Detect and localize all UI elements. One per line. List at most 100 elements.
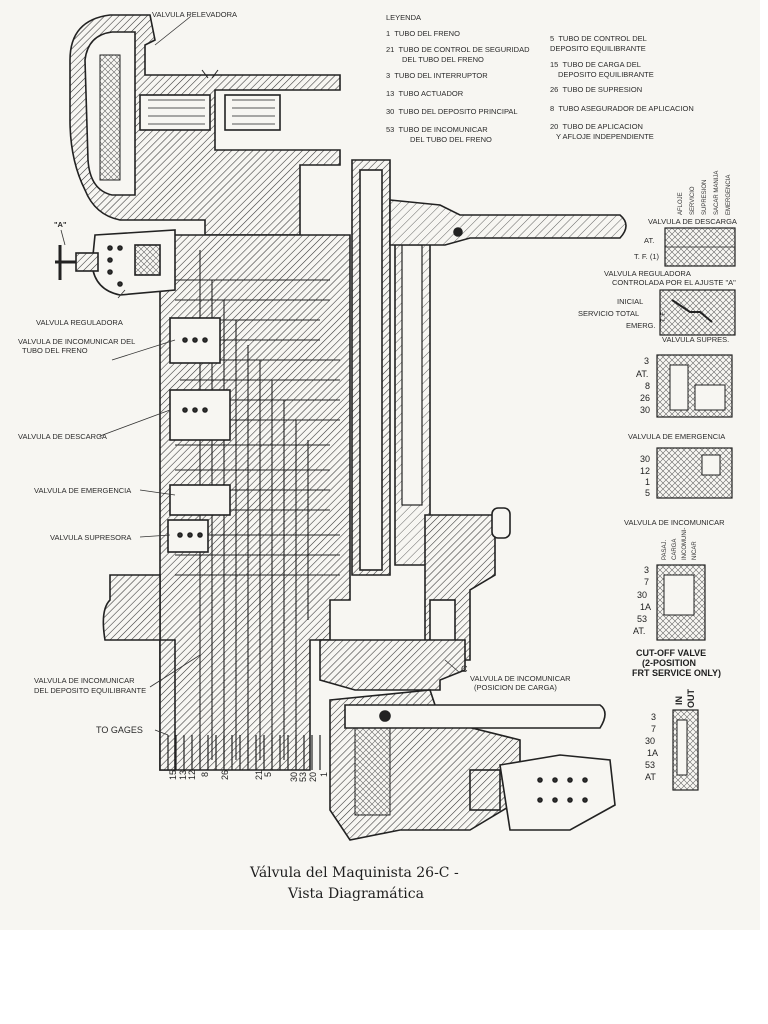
emergencia-title: VALVULA DE EMERGENCIA [628, 432, 726, 441]
pipe-number: 53 [298, 771, 308, 782]
side-diagrams [656, 227, 736, 791]
incomunicar-row: AT. [633, 626, 646, 636]
emergencia-diagram [656, 447, 733, 499]
cutoff-col-in: IN [674, 696, 684, 705]
legend-item: 21 TUBO DE CONTROL DE SEGURIDAD [386, 45, 530, 54]
label-incomunicar-deposito: VALVULA DE INCOMUNICAR [34, 676, 135, 685]
pipe-number: 12 [187, 769, 197, 780]
legend-item: 53 TUBO DE INCOMUNICAR [386, 125, 488, 134]
reguladora-title-2: CONTROLADA POR EL AJUSTE "A" [612, 278, 736, 287]
diagram-title: Válvula del Maquinista 26-C - [250, 865, 459, 881]
relay-valve-body [69, 14, 341, 236]
cutoff-row: 7 [651, 724, 657, 734]
incomunicar-col: PASAJ. [662, 539, 668, 560]
pipe-number: 1 [319, 771, 329, 777]
incomunicar-row: 3 [644, 565, 650, 575]
cutoff-title-2: (2-POSITION [642, 658, 697, 668]
pipe-outlets [167, 735, 321, 770]
supres-row: 8 [645, 381, 651, 391]
supres-row: 26 [640, 393, 651, 403]
reguladora-title: VALVULA REGULADORA [604, 269, 691, 278]
label-incomunicar-freno-2: TUBO DEL FRENO [22, 346, 88, 355]
legend-item: 15 TUBO DE CARGA DEL [550, 60, 641, 69]
label-valvula-emergencia: VALVULA DE EMERGENCIA [34, 486, 132, 495]
incomunicar-row: 53 [637, 614, 648, 624]
leader-lines [60, 16, 461, 736]
legend-item: 30 TUBO DEL DEPOSITO PRINCIPAL [386, 107, 518, 116]
legend-item-line2: DEL TUBO DEL FRENO [402, 55, 484, 64]
diagram-subtitle: Vista Diagramática [288, 886, 424, 902]
top-handle [389, 199, 627, 246]
reguladora-row: EMERG. [626, 321, 656, 330]
descarga-title: VALVULA DE DESCARGA [648, 217, 737, 226]
cutoff-row: AT [645, 772, 656, 782]
descarga-row: T. F. (1) [634, 252, 660, 261]
incomunicar-row: 1A [640, 602, 652, 612]
legend-heading: LEYENDA [386, 13, 422, 22]
legend-item: 1 TUBO DEL FRENO [386, 29, 460, 38]
label-valvula-supresora: VALVULA SUPRESORA [50, 533, 132, 542]
emergencia-row: 1 [645, 477, 651, 487]
supres-title: VALVULA SUPRES. [662, 335, 730, 344]
label-incomunicar-freno: VALVULA DE INCOMUNICAR DEL [18, 337, 136, 346]
incomunicar-col: CARGA [672, 538, 678, 560]
pipe-number: 8 [200, 771, 210, 777]
supres-row: 30 [640, 405, 651, 415]
regulating-valve-housing [55, 229, 176, 296]
descarga-row: AT. [644, 236, 655, 245]
right-lower-body [424, 507, 511, 661]
label-incomunicar-carga: VALVULA DE INCOMUNICAR [470, 674, 571, 683]
incomunicar-col: INCOMUNI- [682, 527, 688, 560]
label-a-marker: "A" [54, 220, 67, 229]
cutoff-row: 1A [647, 748, 659, 758]
emergencia-row: 30 [640, 454, 651, 464]
legend-item-line2: Y AFLOJE INDEPENDIENTE [556, 132, 654, 141]
position-header: EMERGENCIA [726, 174, 732, 215]
legend-item: 26 TUBO DE SUPRESION [550, 85, 643, 94]
legend-item-line2: DEPOSITO EQUILIBRANTE [558, 70, 654, 79]
bottom-body [102, 574, 616, 841]
label-c-marker: C [461, 664, 468, 674]
legend-item: 20 TUBO DE APLICACION [550, 122, 643, 131]
label-incomunicar-deposito-2: DEL DEPOSITO EQUILIBRANTE [34, 686, 147, 695]
emergencia-row: 5 [645, 488, 651, 498]
position-header: SUPRESION [702, 179, 708, 215]
incomunicar-row: 30 [637, 590, 648, 600]
pipe-number: 26 [220, 769, 230, 780]
legend-item: 13 TUBO ACTUADOR [386, 89, 464, 98]
label-valvula-reguladora: VALVULA REGULADORA [36, 318, 123, 327]
main-body [159, 234, 351, 771]
emergencia-row: 12 [640, 466, 651, 476]
incomunicar-row: 7 [644, 577, 650, 587]
cutoff-row: 3 [651, 712, 657, 722]
reguladora-row: INICIAL [617, 297, 644, 306]
legend-item: 8 TUBO ASEGURADOR DE APLICACION [550, 104, 694, 113]
position-header: SACAR MANIJA [714, 170, 720, 215]
incomunicar-col: NICAR [692, 541, 698, 560]
incomunicar-title: VALVULA DE INCOMUNICAR [624, 518, 725, 527]
pipe-number: 15 [168, 769, 178, 780]
reguladora-side-tag: T. F. [661, 310, 667, 322]
label-to-gages: TO GAGES [96, 725, 143, 735]
legend-item-line2: DEL TUBO DEL FRENO [410, 135, 492, 144]
supres-row: AT. [636, 369, 649, 379]
cutoff-row: 53 [645, 760, 656, 770]
cutoff-col-out: OUT [686, 689, 696, 708]
cutoff-row: 30 [645, 736, 656, 746]
cutoff-title-3: FRT SERVICE ONLY) [632, 668, 722, 678]
position-header: SERVICIO [690, 186, 696, 215]
position-header: AFLOJE [678, 192, 684, 215]
label-incomunicar-carga-2: (POSICION DE CARGA) [474, 683, 557, 692]
label-valvula-relevadora: VALVULA RELEVADORA [152, 10, 238, 19]
handle-shaft [351, 159, 431, 576]
label-valvula-descarga: VALVULA DE DESCARGA [18, 432, 107, 441]
legend-item: 3 TUBO DEL INTERRUPTOR [386, 71, 488, 80]
cutoff-title: CUT-OFF VALVE [636, 648, 707, 658]
reguladora-row: SERVICIO TOTAL [578, 309, 640, 318]
pipe-number: 5 [263, 771, 273, 777]
supres-row: 3 [644, 356, 650, 366]
legend-item: 5 TUBO DE CONTROL DEL [550, 34, 647, 43]
legend-item-line2: DEPOSITO EQUILIBRANTE [550, 44, 646, 53]
